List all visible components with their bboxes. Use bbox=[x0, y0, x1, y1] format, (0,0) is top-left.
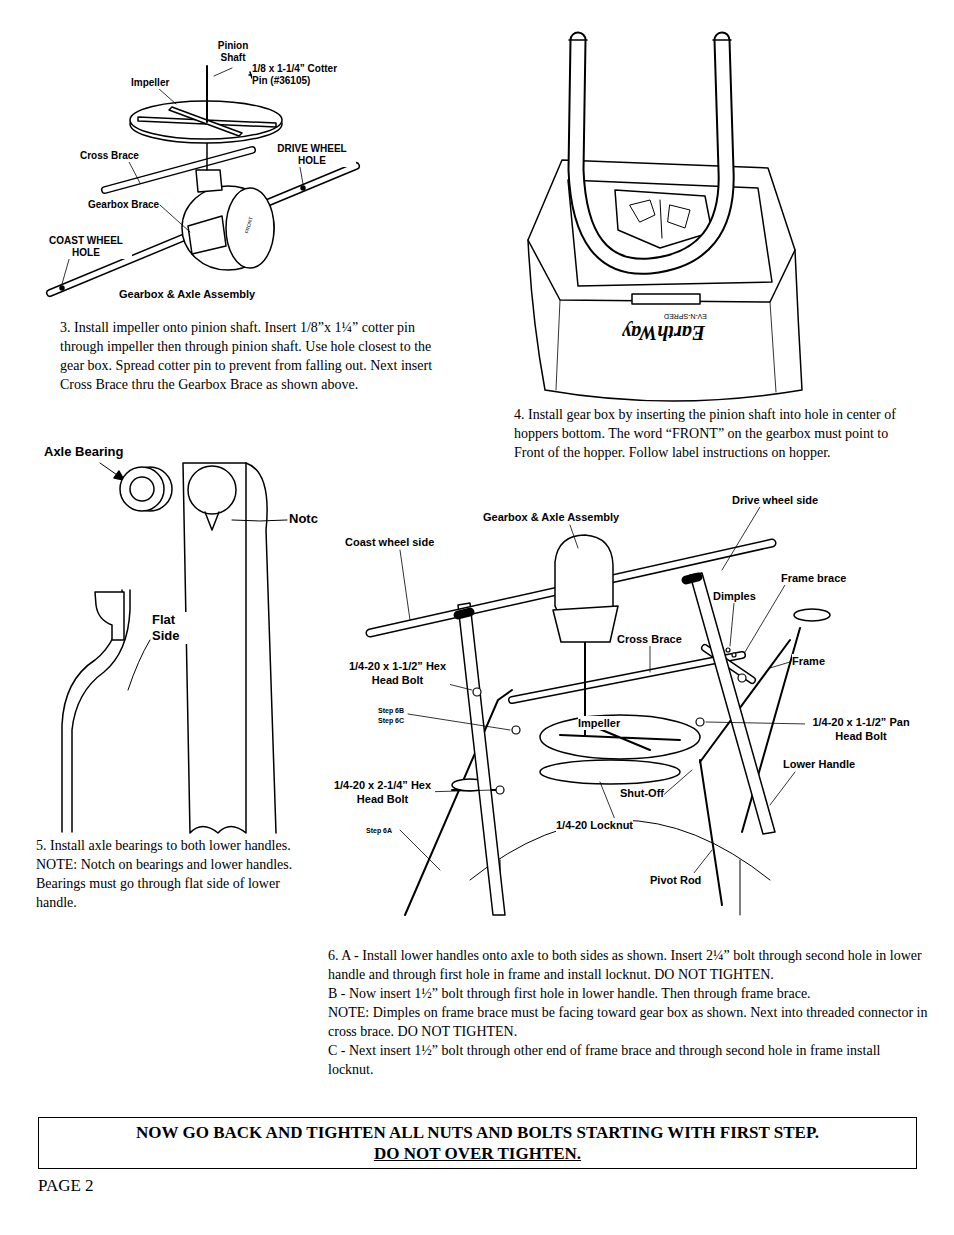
hopper-edge bbox=[556, 300, 776, 392]
bolt bbox=[473, 688, 481, 696]
hopper-bottom bbox=[470, 820, 770, 915]
gearbox-marking: FRONT bbox=[243, 216, 253, 234]
hardware-label: 1/4-20 x 2-1/4” Hex Head Bolt bbox=[330, 778, 435, 806]
coast-wheel-hole bbox=[60, 286, 64, 290]
part-label: Cross Brace bbox=[617, 632, 682, 646]
lower-handle-plate bbox=[183, 463, 246, 833]
pinion-shaft bbox=[206, 66, 208, 122]
drive-wheel-hole bbox=[301, 186, 305, 190]
gearbox-face bbox=[226, 188, 274, 268]
gearbox-body bbox=[182, 186, 274, 270]
brand-logo: EV-N-SPRED bbox=[664, 312, 707, 320]
part-label: Notc bbox=[289, 511, 318, 527]
part-label: Gearbox & Axle Assembly bbox=[483, 510, 619, 524]
notice-box: NOW GO BACK AND TIGHTEN ALL NUTS AND BOL… bbox=[38, 1117, 917, 1169]
part-label: Pivot Rod bbox=[650, 873, 701, 887]
part-label: Coast wheel side bbox=[345, 535, 434, 549]
cross-brace-rod bbox=[512, 655, 742, 700]
part-label: Lower Handle bbox=[783, 757, 855, 771]
impeller-disc bbox=[540, 715, 700, 759]
instruction-text: 6. A - Install lower handles onto axle t… bbox=[328, 946, 928, 984]
hardware-label: 1/4-20 Locknut bbox=[556, 818, 633, 832]
hopper-chute bbox=[632, 294, 700, 304]
handle-flat-side bbox=[62, 590, 130, 832]
handle-tube bbox=[576, 40, 726, 266]
brand-logo: EarthWay bbox=[622, 322, 705, 344]
note-text: NOTE: Notch on bearings and lower handle… bbox=[36, 855, 324, 912]
part-label: Pinion Shaft bbox=[208, 40, 258, 64]
page-number: PAGE 2 bbox=[38, 1176, 94, 1196]
gearbox-brace bbox=[553, 606, 618, 642]
dimple bbox=[726, 648, 730, 652]
axle-ring bbox=[458, 612, 470, 615]
step-label: Step 6A bbox=[366, 826, 392, 835]
gearbox-brace bbox=[188, 216, 226, 254]
part-label: Drive wheel side bbox=[732, 493, 818, 507]
part-label: Cross Brace bbox=[80, 150, 139, 162]
gearbox-collar bbox=[196, 170, 222, 192]
handle-notch bbox=[205, 512, 219, 530]
bearing-section bbox=[95, 592, 124, 640]
shut-off-plate bbox=[540, 760, 680, 784]
handle-tube-fill bbox=[576, 40, 726, 266]
pivot-rod bbox=[700, 760, 722, 905]
bolt bbox=[738, 674, 746, 682]
part-label: 1/8 x 1-1/4” Cotter Pin (#36105) bbox=[252, 63, 352, 87]
lower-handle bbox=[458, 603, 505, 915]
note-text: NOTE: Dimples on frame brace must be fac… bbox=[328, 1003, 928, 1041]
part-label: Dimples bbox=[713, 589, 756, 603]
bearing-bore bbox=[130, 477, 154, 501]
instruction-text: B - Now insert 1½” bolt through first ho… bbox=[328, 984, 928, 1003]
lower-handle bbox=[690, 573, 775, 834]
hardware-label: 1/4-20 x 1-1/2” Pan Head Bolt bbox=[805, 715, 917, 743]
notice-text: NOW GO BACK AND TIGHTEN ALL NUTS AND BOL… bbox=[136, 1122, 819, 1143]
figure-caption: Gearbox & Axle Assembly bbox=[119, 287, 255, 301]
frame-cup bbox=[794, 609, 830, 621]
axle-rod-fill bbox=[50, 166, 356, 293]
instruction-text: 5. Install axle bearings to both lower h… bbox=[36, 836, 328, 855]
lower-handle-edge bbox=[246, 463, 276, 833]
instruction-text: 3. Install impeller onto pinion shaft. I… bbox=[60, 318, 458, 394]
axle-rod bbox=[50, 166, 356, 293]
instruction-text: C - Next insert 1½” bolt through other e… bbox=[328, 1041, 928, 1079]
warning-text: DO NOT OVER TIGHTEN. bbox=[374, 1143, 581, 1164]
part-label: DRIVE WHEEL HOLE bbox=[268, 143, 356, 167]
pinion-shaft bbox=[206, 140, 208, 170]
axle-ring bbox=[686, 577, 698, 580]
leader-line bbox=[232, 520, 287, 521]
step-label: Step 6C bbox=[378, 716, 404, 725]
part-label: Gearbox Brace bbox=[88, 199, 159, 211]
hardware-label: 1/4-20 x 1-1/2” Hex Head Bolt bbox=[345, 659, 450, 687]
axle-bearing bbox=[120, 467, 164, 511]
part-label: Flat Side bbox=[152, 612, 202, 644]
handle-end bbox=[569, 39, 731, 41]
bolt bbox=[496, 786, 504, 794]
dimple bbox=[732, 653, 736, 657]
part-label: Impeller bbox=[131, 77, 169, 89]
cross-brace-rod-fill bbox=[512, 655, 742, 700]
leader-line bbox=[400, 507, 808, 878]
part-label: Shut-Off bbox=[620, 786, 664, 800]
leader-line bbox=[128, 640, 150, 690]
instruction-text: 4. Install gear box by inserting the pin… bbox=[514, 405, 922, 462]
handle-hole bbox=[188, 466, 236, 514]
step-label: Step 6B bbox=[378, 706, 404, 715]
part-label: Impeller bbox=[578, 716, 620, 730]
bolt bbox=[512, 726, 520, 734]
part-label: Frame brace bbox=[781, 571, 846, 585]
part-label: COAST WHEEL HOLE bbox=[40, 235, 132, 259]
gear-plate-detail bbox=[630, 200, 690, 238]
impeller-vane bbox=[169, 107, 242, 136]
hopper-rim bbox=[528, 160, 795, 302]
part-label: Axle Bearing bbox=[44, 444, 123, 460]
bolt bbox=[696, 718, 704, 726]
part-label: Frame bbox=[792, 654, 825, 668]
